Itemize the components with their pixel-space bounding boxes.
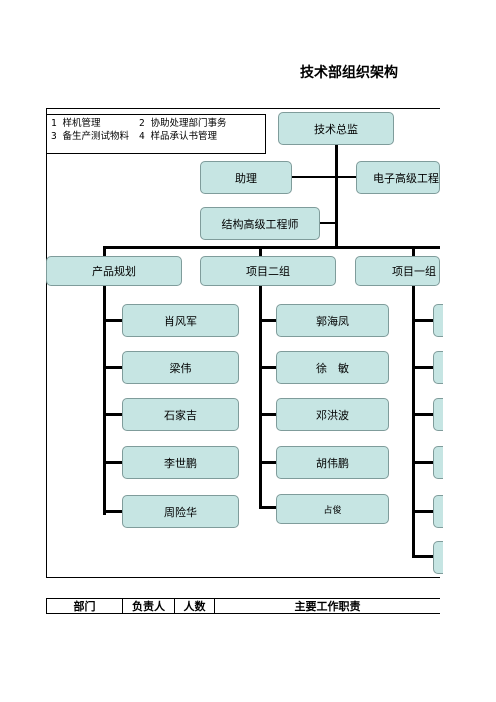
branch	[412, 319, 434, 322]
page-title: 技术部组织架构	[300, 65, 398, 81]
branch	[259, 461, 277, 464]
member-node	[433, 351, 443, 384]
branch	[103, 319, 123, 322]
notes-row: 1 样机管理 2 协助处理部门事务	[51, 117, 261, 130]
bottom-rule	[46, 577, 440, 578]
branch	[259, 319, 277, 322]
group-node-project-two: 项目二组	[200, 256, 336, 286]
branch	[103, 461, 123, 464]
left-rule	[46, 108, 47, 578]
group-bar	[103, 246, 440, 249]
branch	[103, 510, 123, 513]
electronic-engineer-node: 电子高级工程	[356, 161, 440, 194]
group-3-spine	[412, 285, 415, 557]
group-2-spine	[259, 285, 262, 509]
branch	[412, 510, 434, 513]
header-dept: 部门	[47, 599, 123, 613]
branch	[412, 461, 434, 464]
branch	[103, 366, 123, 369]
note-item: 4 样品承认书管理	[139, 131, 217, 142]
assistant-node: 助理	[200, 161, 292, 194]
member-node	[433, 495, 443, 528]
member-node: 周险华	[122, 495, 239, 528]
branch	[412, 555, 434, 558]
top-rule	[46, 108, 440, 109]
note-item: 2 协助处理部门事务	[139, 118, 227, 129]
structural-engineer-node: 结构高级工程师	[200, 207, 320, 240]
member-node: 石家吉	[122, 398, 239, 431]
duties-table-header: 部门 负责人 人数 主要工作职责	[46, 598, 440, 614]
member-node: 郭海凤	[276, 304, 389, 337]
branch	[259, 506, 277, 509]
director-node: 技术总监	[278, 112, 394, 145]
branch	[412, 366, 434, 369]
group-drop-3	[412, 246, 415, 258]
branch	[259, 413, 277, 416]
member-node	[433, 446, 443, 479]
member-node: 肖风军	[122, 304, 239, 337]
assistant-connector	[290, 176, 358, 178]
header-leader: 负责人	[123, 599, 175, 613]
note-item: 3 备生产测试物料	[51, 131, 129, 142]
structural-connector	[320, 222, 337, 224]
member-node: 李世鹏	[122, 446, 239, 479]
header-duties: 主要工作职责	[294, 600, 361, 613]
group-node-product-planning: 产品规划	[46, 256, 182, 286]
member-node	[433, 541, 443, 574]
group-drop-1	[103, 246, 106, 258]
member-node: 梁伟	[122, 351, 239, 384]
branch	[103, 413, 123, 416]
member-node: 胡伟鹏	[276, 446, 389, 479]
member-node	[433, 398, 443, 431]
note-item: 1 样机管理	[51, 118, 101, 129]
group-1-spine	[103, 285, 106, 515]
member-node: 徐 敏	[276, 351, 389, 384]
group-node-project-one: 项目一组	[355, 256, 440, 286]
branch	[412, 413, 434, 416]
main-trunk	[335, 145, 338, 248]
member-node: 邓洪波	[276, 398, 389, 431]
member-node	[433, 304, 443, 337]
notes-box: 1 样机管理 2 协助处理部门事务 3 备生产测试物料 4 样品承认书管理	[46, 114, 266, 154]
group-drop-2	[259, 246, 262, 258]
branch	[259, 366, 277, 369]
header-count: 人数	[175, 599, 215, 613]
notes-row: 3 备生产测试物料 4 样品承认书管理	[51, 130, 261, 143]
member-node: 占俊	[276, 494, 389, 524]
